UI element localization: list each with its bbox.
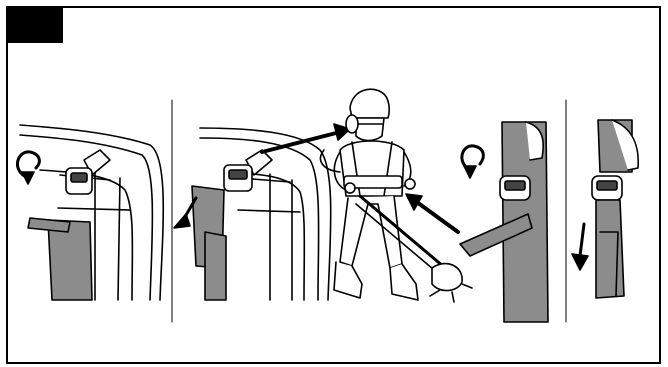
arrow-to-hip-icon (406, 194, 458, 232)
arrow-to-operator-icon (262, 124, 350, 152)
curved-arrow-icon (462, 146, 483, 178)
operator-figure (321, 89, 472, 302)
curved-arrow-icon (17, 152, 39, 184)
panel-4-strap-side (460, 122, 548, 322)
panel-1-strap-loosen (17, 125, 163, 300)
panel-5-strap-side-pull (572, 120, 638, 298)
arrow-down-icon (572, 224, 588, 270)
